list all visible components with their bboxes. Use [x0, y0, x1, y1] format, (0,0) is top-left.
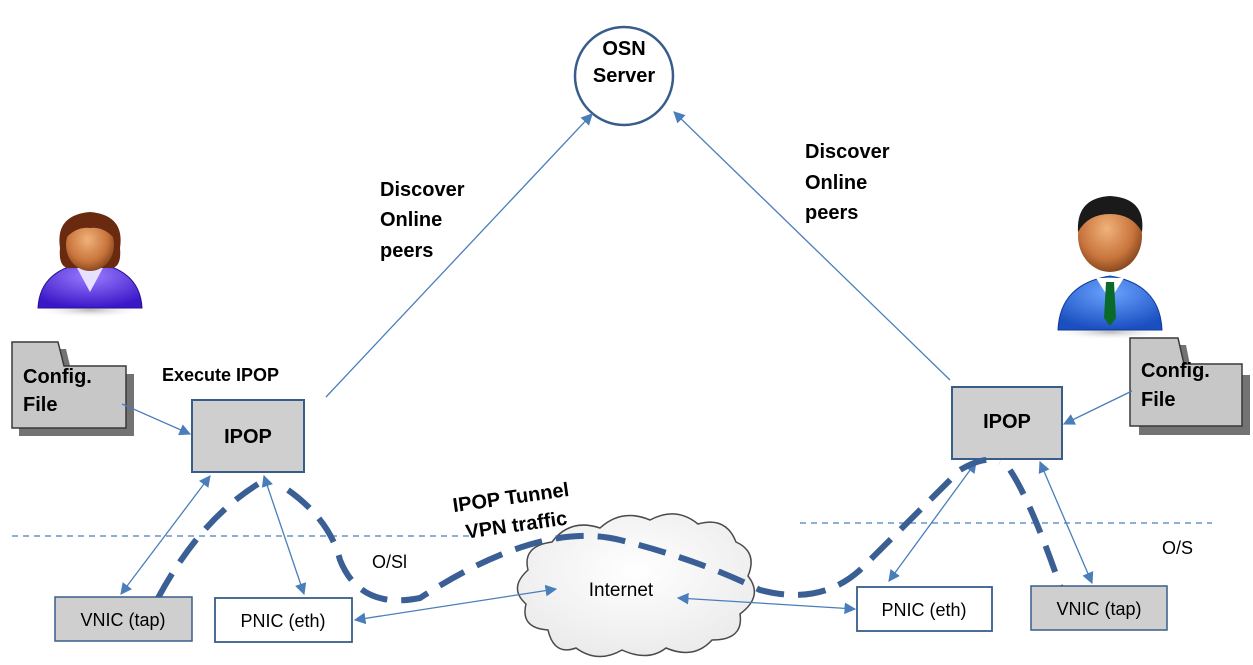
- pnic-right: PNIC (eth): [856, 586, 993, 632]
- tunnel-path-left-vnic: [155, 481, 260, 600]
- ipop-left-label: IPOP: [224, 426, 272, 448]
- ipop-vnic-arrow-right: [1038, 460, 1094, 585]
- os-label-left: O/Sl: [372, 552, 407, 572]
- vnic-left: VNIC (tap): [54, 596, 193, 642]
- male-user-icon: [1052, 196, 1168, 340]
- pnic-internet-arrow-left: [353, 584, 558, 625]
- pnic-right-label: PNIC (eth): [881, 600, 966, 620]
- discover-right-line1: Discover: [805, 141, 890, 163]
- pnic-left-label: PNIC (eth): [240, 611, 325, 631]
- female-user-icon: [35, 212, 145, 318]
- discover-right-line2: Online: [805, 172, 867, 194]
- ipop-right-label: IPOP: [983, 411, 1031, 433]
- vnic-left-label: VNIC (tap): [80, 610, 165, 630]
- discover-left-line2: Online: [380, 209, 442, 231]
- config-right-line1: Config.: [1141, 360, 1210, 382]
- discover-label-right: Discover Online peers: [805, 141, 890, 224]
- discover-right-line3: peers: [805, 202, 858, 224]
- osn-server-node: OSN Server: [573, 25, 675, 127]
- config-file-left: Config. File: [11, 341, 134, 436]
- ipop-vnic-arrow-left: [120, 475, 211, 595]
- vnic-right: VNIC (tap): [1030, 585, 1168, 631]
- server-label-line2: Server: [593, 65, 655, 87]
- os-label-right: O/S: [1162, 538, 1193, 558]
- ipop-pnic-arrow-left: [261, 474, 307, 596]
- tunnel-path-right-vnic: [1007, 468, 1067, 598]
- execute-ipop-label: Execute IPOP: [162, 365, 279, 385]
- folder-icon: [1129, 337, 1243, 427]
- ipop-node-left: IPOP: [191, 399, 305, 473]
- config-right-line2: File: [1141, 389, 1175, 411]
- config-arrow-left: [121, 403, 192, 436]
- internet-label: Internet: [589, 580, 654, 601]
- config-left-line1: Config.: [23, 366, 92, 388]
- discover-label-left: Discover Online peers: [380, 179, 465, 262]
- discover-arrow-left: [325, 113, 593, 398]
- tunnel-label: IPOP Tunnel VPN traffic: [451, 479, 570, 544]
- discover-left-line1: Discover: [380, 179, 465, 201]
- server-label-line1: OSN: [602, 38, 645, 60]
- cloud-icon: Internet: [516, 513, 756, 658]
- discover-arrow-right: [673, 111, 951, 381]
- ipop-node-right: IPOP: [951, 386, 1063, 460]
- vnic-right-label: VNIC (tap): [1056, 599, 1141, 619]
- pnic-internet-arrow-right: [676, 592, 857, 615]
- config-file-right: Config. File: [1129, 337, 1250, 435]
- discover-left-line3: peers: [380, 240, 433, 262]
- config-left-line2: File: [23, 394, 57, 416]
- folder-icon: [11, 341, 127, 429]
- ipop-pnic-arrow-right: [888, 461, 977, 582]
- config-arrow-right: [1062, 390, 1133, 425]
- pnic-left: PNIC (eth): [214, 597, 353, 643]
